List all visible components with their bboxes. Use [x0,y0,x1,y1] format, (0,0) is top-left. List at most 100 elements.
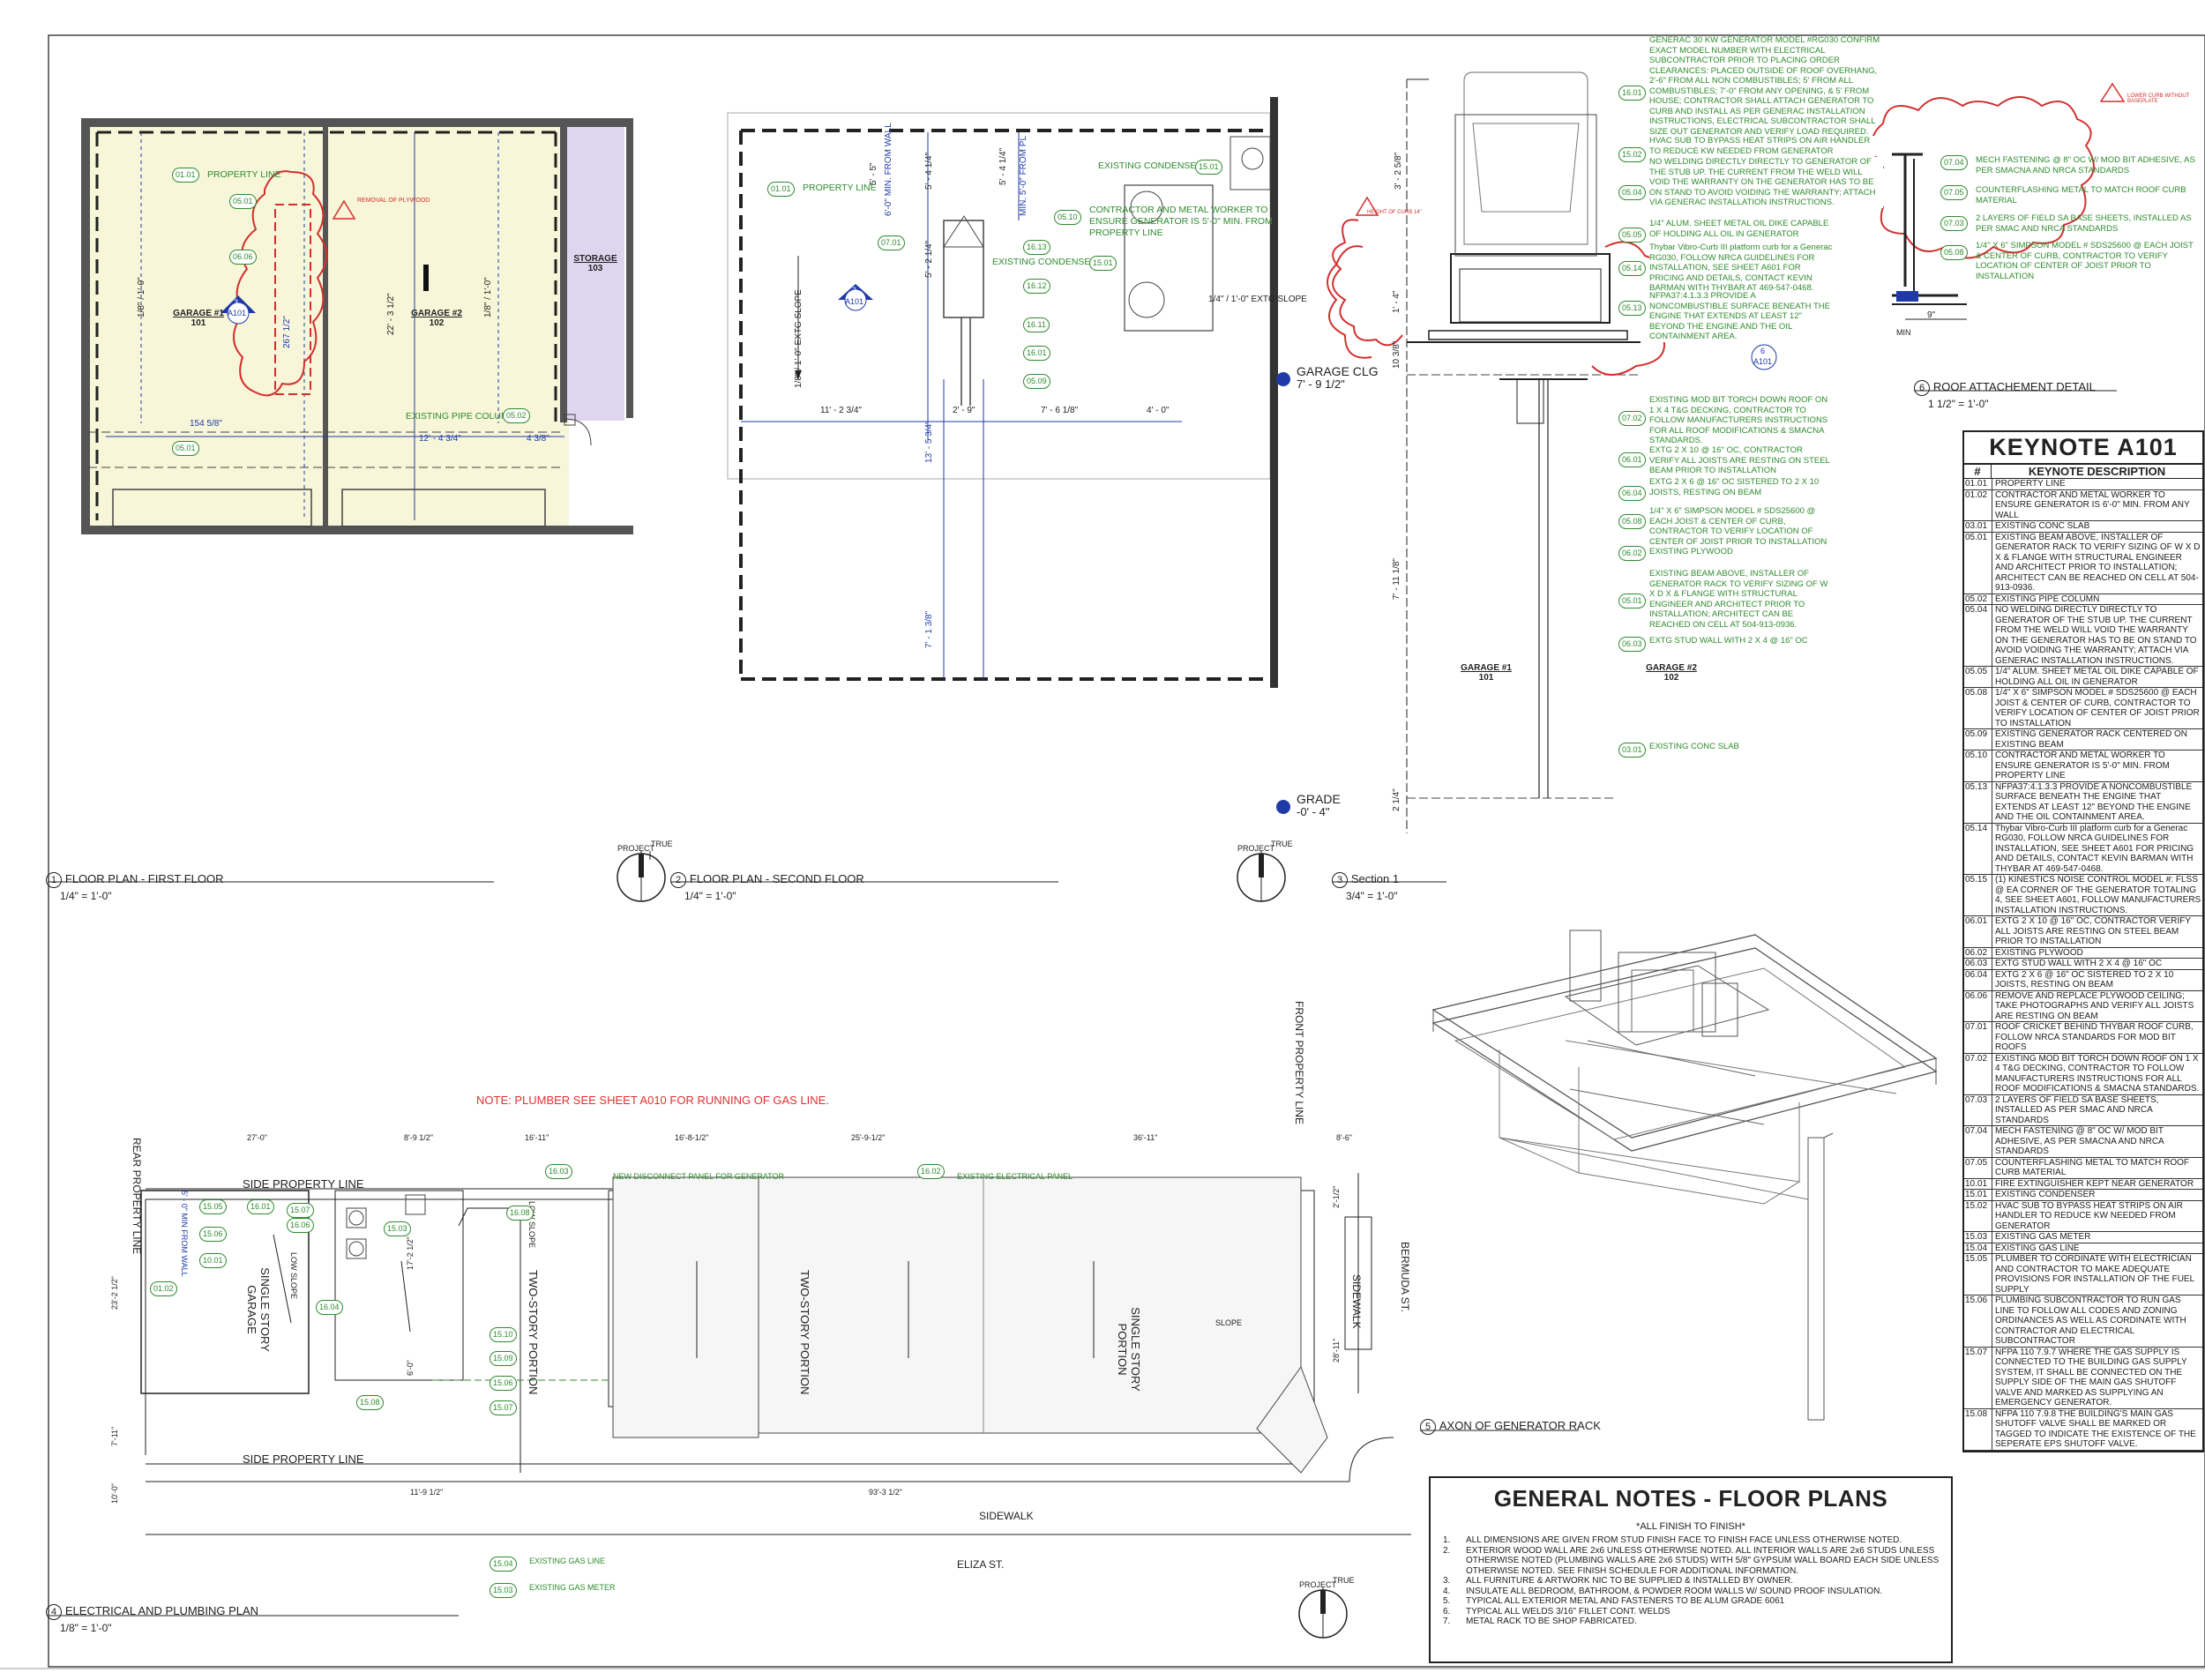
keynote-number: 15.05 [1964,1254,1992,1295]
view-number-2: 2 [670,872,686,888]
keynote-number: 06.03 [1964,959,1992,969]
tag-site-0102: 01.02 [150,1281,177,1296]
site-dim-0: 27'-0" [247,1133,267,1142]
view-title-2: 2 FLOOR PLAN - SECOND FLOOR 1/4" = 1'-0" [670,871,864,902]
keynote-number: 05.01 [1964,532,1992,594]
tag-plan2-1601: 16.01 [1023,346,1050,361]
tag-plan1-0606: 06.06 [229,250,257,265]
tag-plan1-0502: 05.02 [503,408,530,423]
keynote-col-num: # [1964,465,1992,478]
tag-site-1505: 15.05 [199,1199,227,1214]
plan2-min-6: 6'-0" MIN. FROM WALL [884,123,893,216]
tag-plan2-1501a: 15.01 [1195,160,1222,175]
view-scale-1: 1/4" = 1'-0" [60,890,112,902]
keynote-number: 07.04 [1964,1126,1992,1157]
keynote-description: NFPA37:4.1.3.3 PROVIDE A NONCOMBUSTIBLE … [1995,781,2193,823]
storage-number: 103 [587,264,603,273]
general-note-number: 1. [1443,1535,1451,1545]
keynote-description: EXTG 2 X 10 @ 16" OC, CONTRACTOR VERIFY … [1995,916,2191,946]
keynote-description: EXTG 2 X 6 @ 16" OC SISTERED TO 2 X 10 J… [1995,969,2174,990]
keynote-number: 05.15 [1964,875,1992,915]
general-note-text: TYPICAL ALL EXTERIOR METAL AND FASTENERS… [1466,1596,1785,1606]
site-gas-line: EXISTING GAS LINE [529,1557,606,1565]
site-low-slope-1: LOW SLOPE [289,1252,298,1300]
north-arrow-2 [1237,851,1286,902]
tag-plan2-0509: 05.09 [1023,374,1050,389]
plan2-condenser-2: EXISTING CONDENSER [992,257,1098,267]
site-side-pl: SIDE PROPERTY LINE [243,1177,364,1191]
keynote-number: 05.09 [1964,729,1992,750]
keynote-number: 01.01 [1964,479,1992,489]
floor-plan-first-floor [81,118,633,534]
section-garage-clg-elev: 7' - 9 1/2" [1297,377,1345,391]
keynote-description: EXISTING CONDENSER [1995,1190,2096,1199]
general-note-item: 7.METAL RACK TO BE SHOP FABRICATED. [1443,1617,1951,1627]
site-single-story-garage: SINGLE STORY GARAGE [245,1267,272,1352]
tag-site-1507b: 15.07 [490,1400,517,1415]
plan1-section-sheet: A101 [228,309,247,317]
site-dim-11: 93'-3 1/2" [869,1488,902,1497]
garage2-number: 102 [429,318,445,328]
view-scale-4: 1/8" = 1'-0" [60,1622,112,1634]
section-dim-2: 2 1/4" [1392,788,1401,811]
site-new-disconnect: NEW DISCONNECT PANEL FOR GENERATOR [613,1172,785,1181]
section-ref-num: 6 [1760,347,1766,355]
keynote-description: NFPA 110 7.9.8 THE BUILDING'S MAIN GAS S… [1995,1408,2196,1450]
tag-section-0508: 05.08 [1618,514,1646,529]
view-number-3: 3 [1332,872,1348,888]
keynote-number: 06.02 [1964,947,1992,958]
tag-detail6-0508: 05.08 [1940,245,1968,260]
keynote-description: EXISTING MOD BIT TORCH DOWN ROOF ON 1 X … [1995,1053,2200,1094]
keynote-description: CONTRACTOR AND METAL WORKER TO ENSURE GE… [1995,489,2190,520]
plan2-slope-1: 1/8" / 1'-0" EXTG SLOPE [794,289,804,388]
plan2-dim-5b: 5' - 4 1/4" [998,147,1008,185]
dim-22: 22' - 3 1/2" [386,293,396,335]
general-note-item: 2.EXTERIOR WOOD WALL ARE 2x6 UNLESS OTHE… [1443,1546,1951,1577]
section-dim-10: 10 3/8" [1392,340,1401,369]
section-generac-note: GENERAC 30 KW GENERATOR MODEL #RG030 CON… [1649,35,1880,137]
tag-plan2-0701: 07.01 [878,235,905,250]
section-dim-1: 1' - 4" [1392,290,1401,313]
tag-section-0702: 07.02 [1618,411,1646,426]
tag-site-1507a: 15.07 [287,1203,314,1218]
site-dim-1: 8'-9 1/2" [404,1133,433,1142]
view-name-5: AXON OF GENERATOR RACK [1439,1419,1601,1432]
plan2-dim-5c: 5' - 4 1/4" [924,152,934,190]
plan2-dim-7b: 7' - 1 3/8" [924,610,934,648]
site-gas-meter: EXISTING GAS METER [529,1583,616,1592]
plan2-dim-13: 13' - 5 3/4" [924,421,934,463]
keynote-description: HVAC SUB TO BYPASS HEAT STRIPS ON AIR HA… [1995,1200,2183,1231]
general-note-item: 4.INSULATE ALL BEDROOM, BATHROOM, & POWD… [1443,1587,1951,1597]
tag-site-1509: 15.09 [490,1351,517,1366]
roof-attachment-detail [1871,82,2126,320]
section-hvac-note: HVAC SUB TO BYPASS HEAT STRIPS ON AIR HA… [1649,136,1883,156]
site-dim-13: 6'-0" [406,1360,415,1376]
electrical-plumbing-plan [140,1173,1411,1535]
detail6-dim-9: 9" [1927,310,1936,320]
section-nfpa-note: NFPA37:4.1.3.3 PROVIDE A NONCOMBUSTIBLE … [1649,291,1835,342]
plan1-section-num: 3 [234,298,239,307]
keynote-number: 15.02 [1964,1200,1992,1231]
site-dim-14: 2'-1/2" [1332,1185,1341,1208]
north-project-1: PROJECT [617,844,655,853]
general-note-item: 3.ALL FURNITURE & ARTWORK NIC TO BE SUPP… [1443,1576,1951,1587]
view-title-3: 3 Section 1 3/4" = 1'-0" [1332,871,1399,902]
section-joist-note: EXTG 2 X 10 @ 16" OC, CONTRACTOR VERIFY … [1649,445,1830,475]
dim-12-4: 12' - 4 3/4" [419,434,461,444]
keynote-description: ROOF CRICKET BEHIND THYBAR ROOF CURB, FO… [1995,1022,2194,1052]
keynote-description: MECH FASTENING @ 8" OC W/ MOD BIT ADHESI… [1995,1126,2164,1156]
keynote-number: 07.05 [1964,1157,1992,1178]
